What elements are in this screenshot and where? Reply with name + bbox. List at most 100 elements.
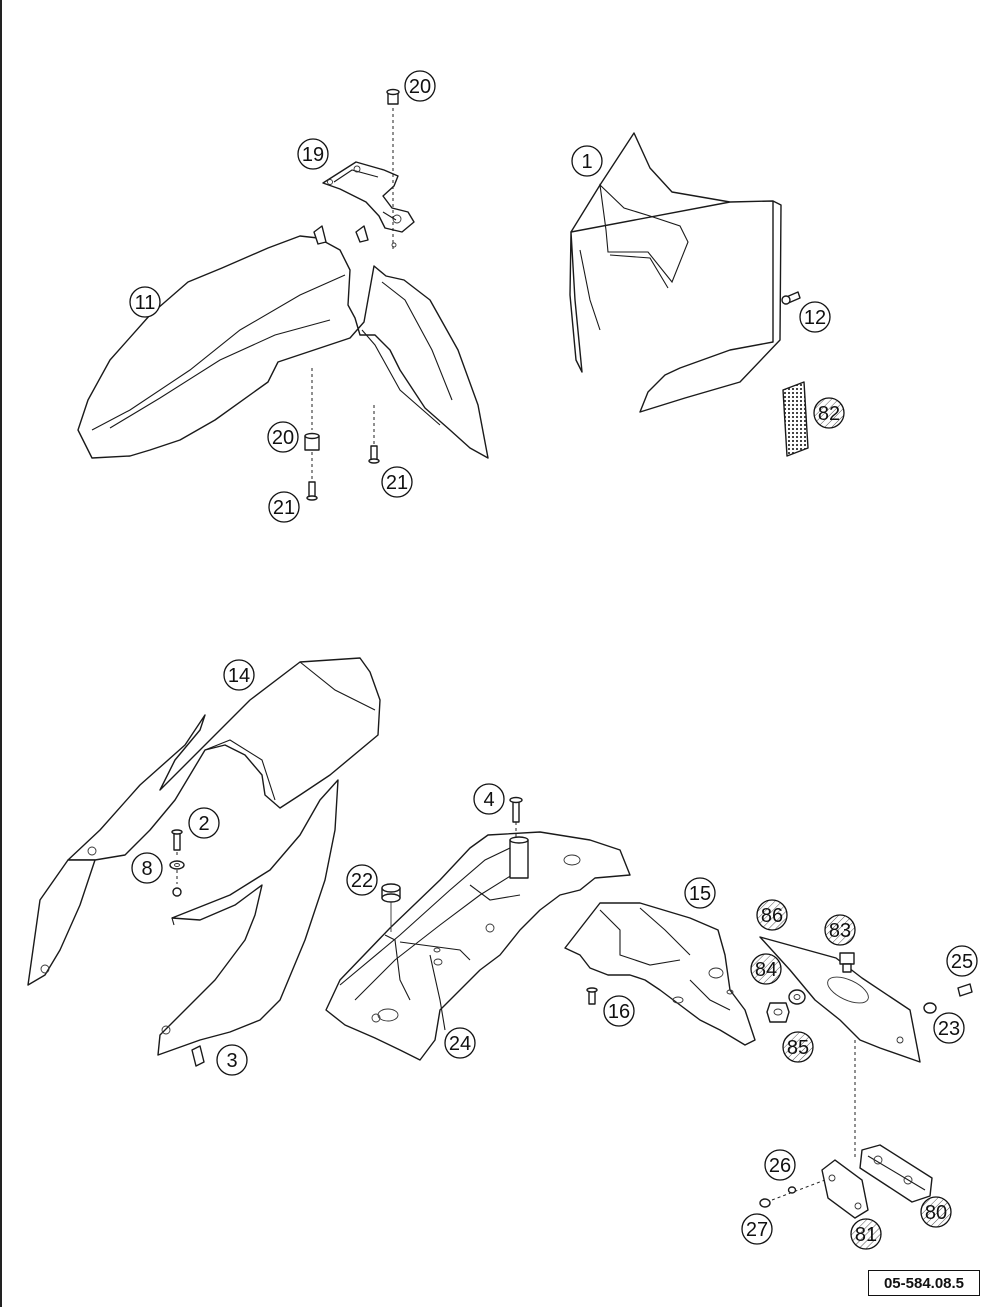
callout-12: 12	[799, 301, 831, 333]
callout-circle	[129, 286, 161, 318]
callout-number: 4	[483, 789, 494, 811]
callout-80: 80	[920, 1196, 952, 1228]
callout-circle	[603, 995, 635, 1027]
fork-bracket-part	[322, 161, 415, 233]
rear-mudguard-15-part	[564, 902, 756, 1046]
callout-85: 85	[782, 1031, 814, 1063]
callout-11: 11	[129, 286, 161, 318]
callout-number: 82	[818, 403, 840, 425]
washer-8-part	[169, 860, 185, 870]
callout-number: 21	[386, 472, 408, 494]
callout-number: 21	[273, 497, 295, 519]
callout-8: 8	[131, 852, 163, 884]
callout-circle	[756, 899, 788, 931]
washer-23-part	[923, 1002, 937, 1014]
washer-84-part	[788, 989, 806, 1005]
callout-number: 20	[272, 427, 294, 449]
callout-19: 19	[297, 138, 329, 170]
bushing-top-part	[386, 88, 400, 105]
callout-number: 20	[409, 76, 431, 98]
callout-number: 26	[769, 1155, 791, 1177]
nut-27-part	[759, 1198, 771, 1208]
callout-number: 27	[746, 1219, 768, 1241]
callout-26: 26	[764, 1149, 796, 1181]
callout-number: 19	[302, 144, 324, 166]
callout-15: 15	[684, 877, 716, 909]
callout-84: 84	[750, 953, 782, 985]
callout-20: 20	[404, 70, 436, 102]
callout-4: 4	[473, 783, 505, 815]
callout-circle	[750, 953, 782, 985]
callout-circle	[404, 70, 436, 102]
screw-16-part	[586, 987, 598, 1005]
callout-16: 16	[603, 995, 635, 1027]
nut-85-part	[766, 1002, 790, 1023]
callout-14: 14	[223, 659, 255, 691]
leader-line-27	[771, 1179, 826, 1201]
callout-number: 83	[829, 920, 851, 942]
callout-27: 27	[741, 1213, 773, 1245]
callout-circle	[223, 659, 255, 691]
callout-number: 24	[449, 1033, 471, 1055]
callout-circle	[850, 1218, 882, 1250]
callout-circle	[571, 145, 603, 177]
callout-circle	[799, 301, 831, 333]
callout-25: 25	[946, 945, 978, 977]
callout-circle	[444, 1027, 476, 1059]
callout-circle	[267, 421, 299, 453]
callout-circle	[764, 1149, 796, 1181]
callout-21: 21	[381, 466, 413, 498]
callout-number: 84	[755, 959, 777, 981]
callout-circle	[741, 1213, 773, 1245]
callout-83: 83	[824, 914, 856, 946]
callout-circle	[684, 877, 716, 909]
callout-circle	[297, 138, 329, 170]
callout-number: 8	[141, 858, 152, 880]
callout-82: 82	[813, 397, 845, 429]
callout-circle	[920, 1196, 952, 1228]
callout-20: 20	[267, 421, 299, 453]
callout-circle	[131, 852, 163, 884]
callout-circle	[782, 1031, 814, 1063]
callout-number: 25	[951, 951, 973, 973]
callout-circle	[813, 397, 845, 429]
callout-number: 11	[135, 292, 156, 314]
callout-circle	[933, 1012, 965, 1044]
callout-number: 2	[198, 813, 209, 835]
callout-22: 22	[346, 864, 378, 896]
headlight-mask-part	[569, 132, 782, 413]
screw-25-part	[957, 983, 973, 997]
bracket-81-part	[821, 1159, 869, 1219]
callout-23: 23	[933, 1012, 965, 1044]
callout-circle	[216, 1044, 248, 1076]
callout-number: 85	[787, 1037, 809, 1059]
grommet-part	[172, 887, 182, 897]
rear-frame-24-part	[325, 831, 631, 1061]
washer-26-part	[787, 1186, 797, 1194]
callout-number: 14	[228, 665, 250, 687]
callout-number: 86	[761, 905, 783, 927]
callout-3: 3	[216, 1044, 248, 1076]
callout-number: 1	[581, 151, 592, 173]
callout-circle	[268, 491, 300, 523]
callout-number: 23	[938, 1018, 960, 1040]
screw-2-part	[171, 829, 183, 851]
callout-circle	[381, 466, 413, 498]
callout-circle	[188, 807, 220, 839]
callout-1: 1	[571, 145, 603, 177]
page-left-border	[0, 0, 2, 1307]
callout-circle	[346, 864, 378, 896]
side-cover-14-part	[27, 657, 381, 986]
front-fender-part	[77, 225, 489, 459]
plate-light-80-part	[859, 1144, 933, 1203]
callout-number: 81	[855, 1224, 877, 1246]
callout-number: 3	[226, 1050, 237, 1072]
bolt-83-part	[839, 952, 855, 973]
screw-lower-left-part	[306, 481, 318, 501]
plate-holder-86-part	[759, 936, 921, 1063]
callout-number: 15	[689, 883, 711, 905]
callout-21: 21	[268, 491, 300, 523]
callout-86: 86	[756, 899, 788, 931]
